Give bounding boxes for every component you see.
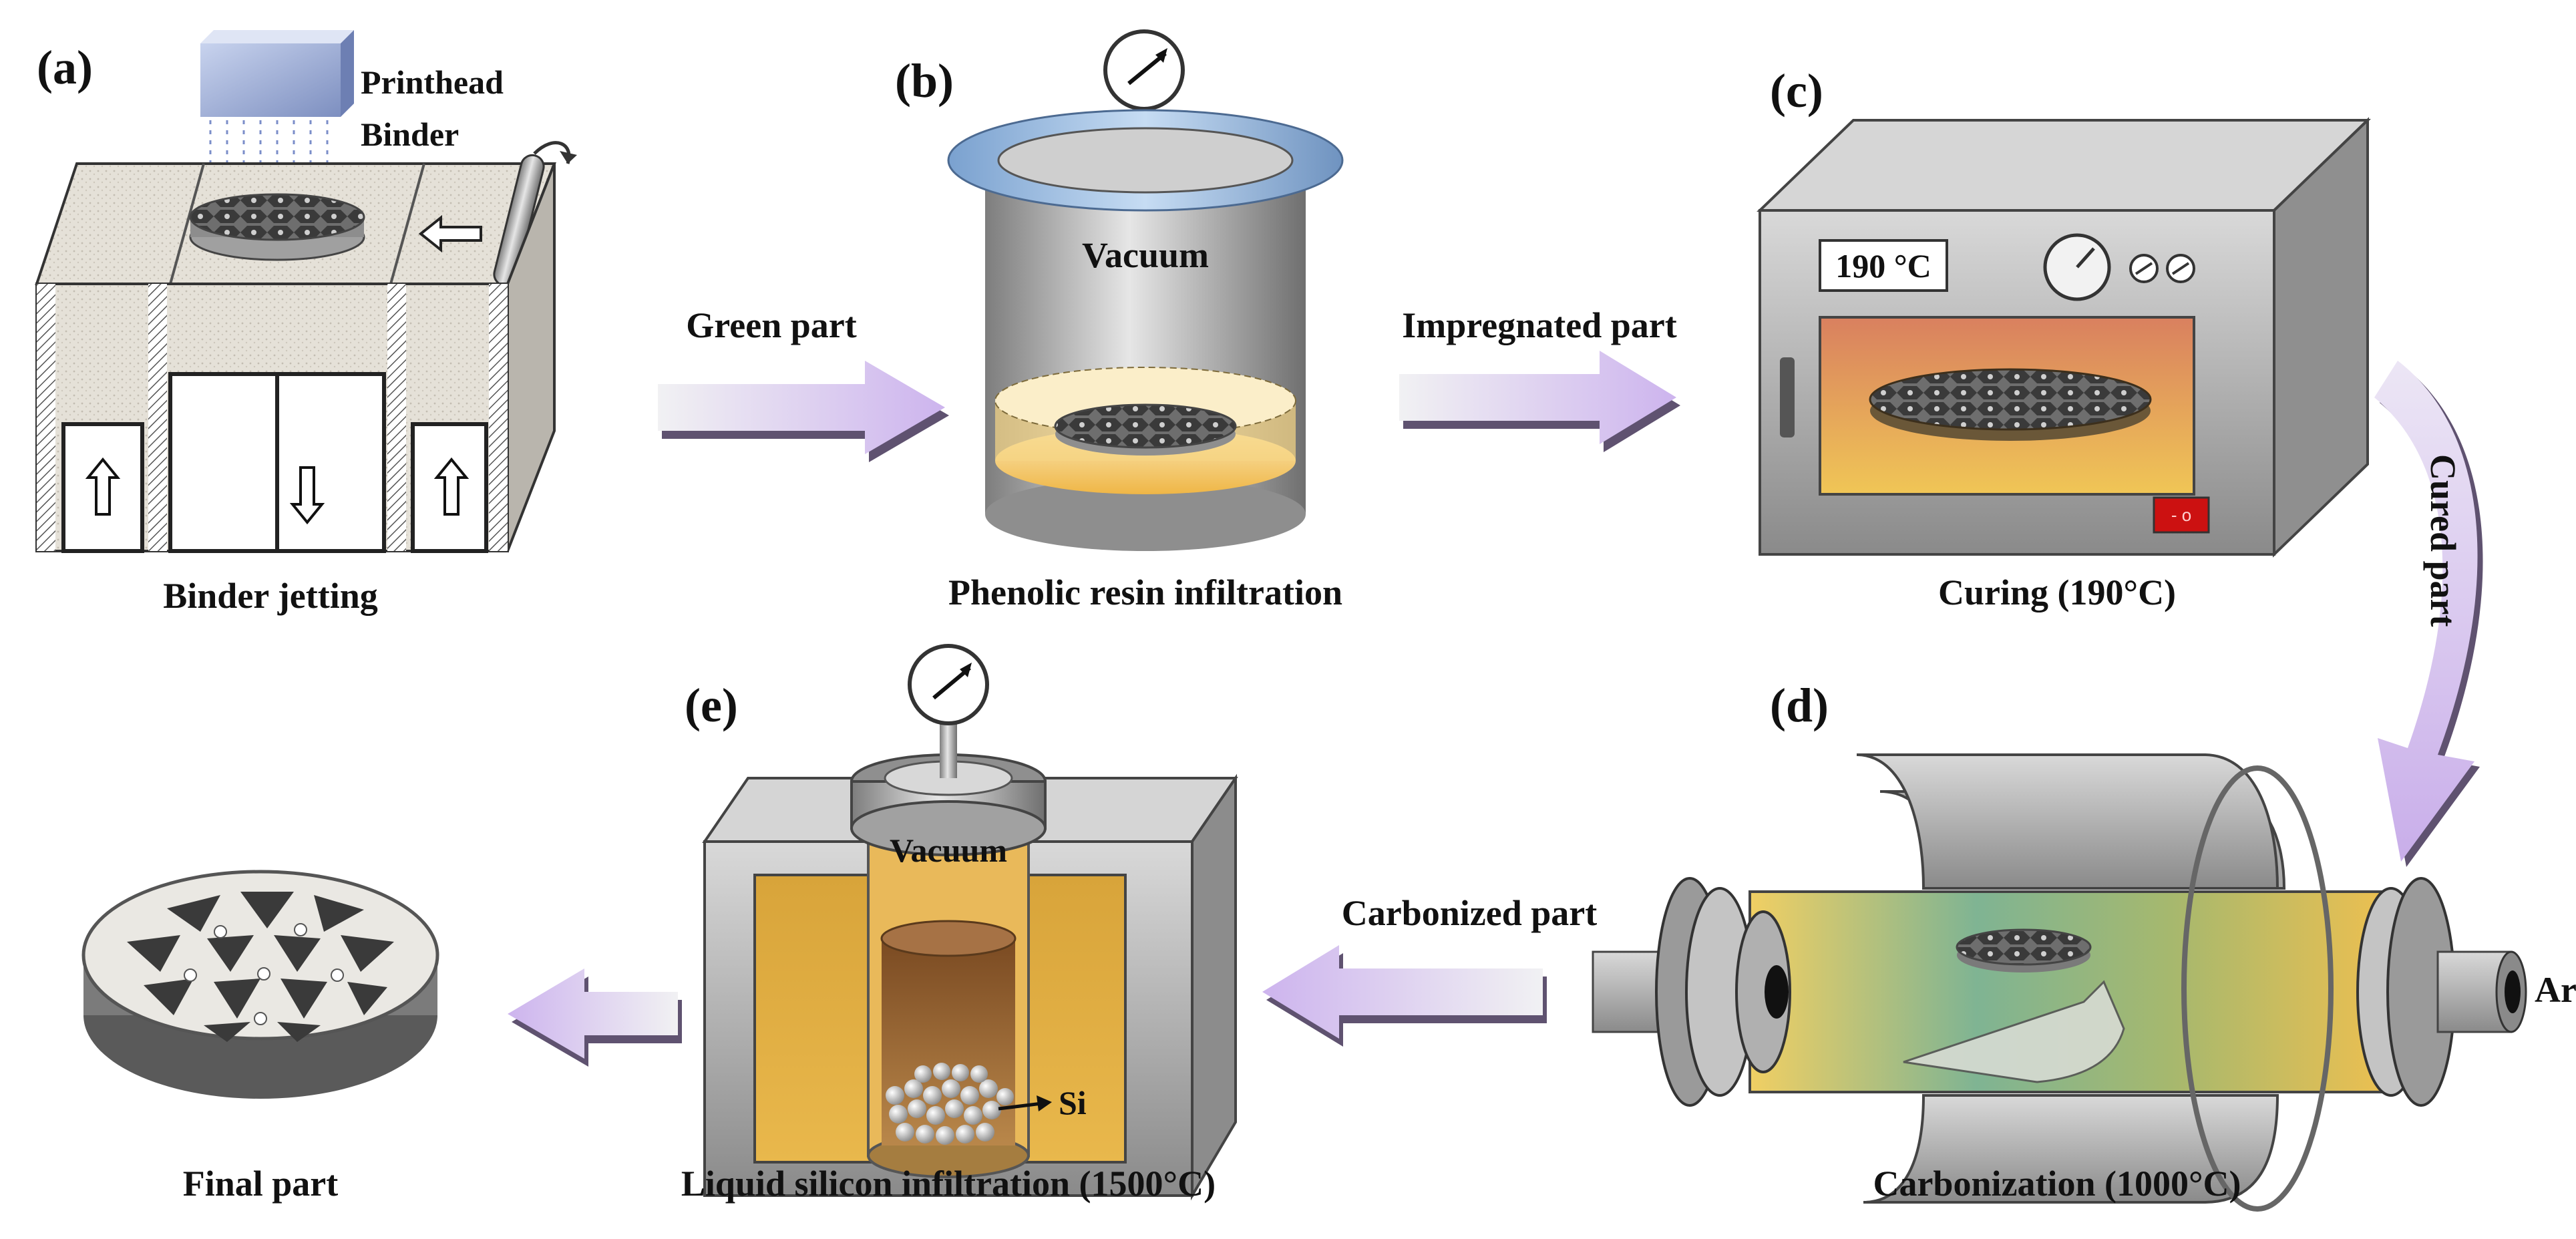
panel-c-curing-oven: (c) 190 °C - o Curing (190°C) xyxy=(1757,64,2371,612)
recoat-direction-icon xyxy=(418,214,482,253)
oven-knob-icon xyxy=(2129,254,2195,283)
transition-carbonized-part: Carbonized part xyxy=(1342,893,1598,933)
panel-a-caption: Binder jetting xyxy=(163,576,378,616)
transition-impregnated-part: Impregnated part xyxy=(1402,305,1677,345)
panel-e-caption: Liquid silicon infiltration (1500°C) xyxy=(681,1164,1216,1204)
immersed-part-icon xyxy=(1054,403,1237,456)
panel-b-tag: (b) xyxy=(895,54,954,108)
printed-part-icon xyxy=(189,193,365,261)
binder-droplets-icon xyxy=(209,120,329,204)
silicon-powder-icon xyxy=(886,1063,1014,1145)
panel-d-carbonization: (d) Ar Carbonizati xyxy=(1592,679,2576,1212)
arrow-c-to-d: Cured part xyxy=(2374,361,2483,867)
curing-part-icon xyxy=(1869,368,2152,441)
carbonized-part-icon xyxy=(1956,928,2092,972)
arrow-d-to-e: Carbonized part xyxy=(1262,893,1597,1047)
panel-d-tag: (d) xyxy=(1770,679,1829,732)
silicon-label: Si xyxy=(1059,1084,1087,1121)
printhead-label: Printhead xyxy=(361,63,504,101)
panel-d-caption: Carbonization (1000°C) xyxy=(1873,1164,2241,1204)
argon-label: Ar xyxy=(2535,970,2576,1010)
panel-c-caption: Curing (190°C) xyxy=(1938,572,2176,612)
panel-e-silicon-infiltration: (e) Si xyxy=(681,644,1238,1204)
binder-label: Binder xyxy=(361,116,459,153)
arrow-e-to-final xyxy=(508,968,682,1067)
left-end-flange xyxy=(1592,877,1791,1107)
piston-up-icon xyxy=(85,457,121,516)
power-switch-icon: - o xyxy=(2153,496,2210,534)
arrow-b-to-c: Impregnated part xyxy=(1399,305,1680,452)
panel-b-caption: Phenolic resin infiltration xyxy=(948,572,1342,612)
vacuum-label-e: Vacuum xyxy=(890,832,1007,869)
panel-c-tag: (c) xyxy=(1770,64,1823,118)
transition-cured-part: Cured part xyxy=(2423,454,2463,627)
furnace-shell-bottom xyxy=(1863,1094,2279,1204)
printhead-icon xyxy=(200,30,354,117)
arrow-a-to-b: Green part xyxy=(658,305,949,462)
temperature-display-text: 190 °C xyxy=(1835,247,1931,285)
right-end-flange xyxy=(2356,877,2527,1107)
final-part-icon xyxy=(81,870,439,1099)
panel-b-resin-infiltration: (b) Vacuum Phenolic resin infiltration xyxy=(895,29,1344,612)
oven-dial-icon xyxy=(2043,233,2111,301)
oven-handle xyxy=(1780,357,1795,437)
panel-a-binder-jetting: (a) Printhead Binder xyxy=(35,30,577,616)
svg-text:- o: - o xyxy=(2171,505,2191,525)
piston-down-icon xyxy=(289,466,325,525)
piston-up-icon xyxy=(433,457,470,516)
temperature-display xyxy=(1819,239,1948,292)
pressure-gauge-icon xyxy=(908,644,989,778)
furnace-shell-top xyxy=(1856,753,2279,890)
vacuum-label: Vacuum xyxy=(1082,235,1209,275)
final-part-caption: Final part xyxy=(183,1164,339,1204)
pressure-gauge-icon xyxy=(1103,29,1185,160)
panel-a-tag: (a) xyxy=(37,41,93,94)
panel-e-tag: (e) xyxy=(685,679,738,732)
transition-green-part: Green part xyxy=(686,305,856,345)
